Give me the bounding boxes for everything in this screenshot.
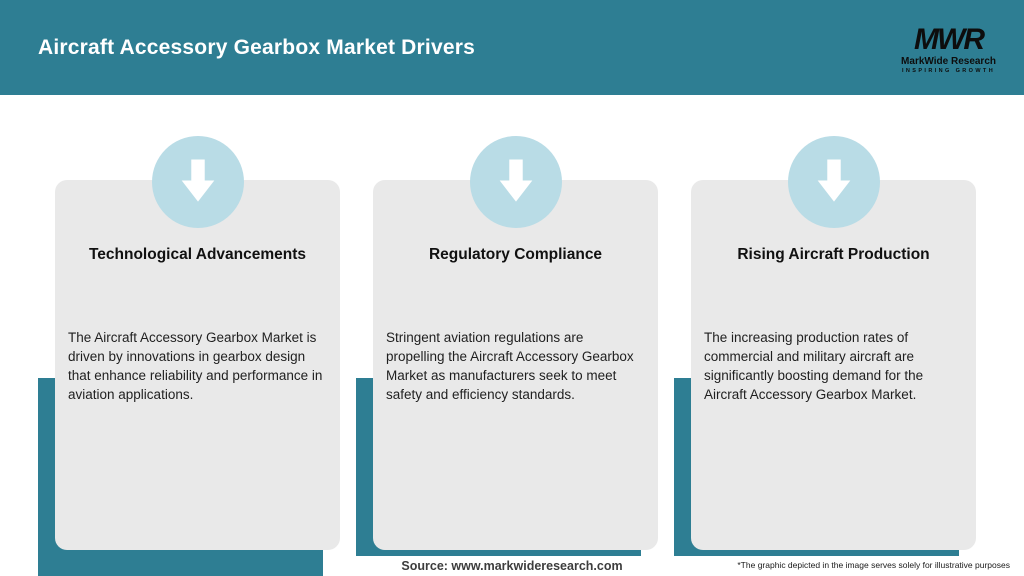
arrow-circle [151,136,244,228]
driver-cards-section: Technological Advancements The Aircraft … [38,136,976,576]
driver-card-regulatory-compliance: Regulatory Compliance Stringent aviation… [356,136,658,556]
card-title: Rising Aircraft Production [737,246,930,263]
source-text: Source: www.markwideresearch.com [401,559,623,573]
card-title: Regulatory Compliance [428,246,603,263]
markwide-research-logo: MWR MarkWide Research Inspiring Growth [901,21,996,74]
down-arrow-icon [499,159,532,202]
driver-card-technological-advancements: Technological Advancements The Aircraft … [38,136,340,576]
card-panel: Rising Aircraft Production The increasin… [691,180,976,550]
card-body-text: The increasing production rates of comme… [704,330,924,403]
down-arrow-icon [181,159,214,202]
disclaimer-text: *The graphic depicted in the image serve… [737,560,1010,570]
logo-tagline: Inspiring Growth [901,67,996,74]
down-arrow-icon [817,159,850,202]
card-title: Technological Advancements [88,246,307,263]
card-panel: Technological Advancements The Aircraft … [55,180,340,550]
card-panel: Regulatory Compliance Stringent aviation… [373,180,658,550]
arrow-circle [469,136,562,228]
page-title: Aircraft Accessory Gearbox Market Driver… [38,35,475,59]
logo-monogram: MWR [914,22,985,56]
card-body-text: The Aircraft Accessory Gearbox Market is… [68,330,323,403]
driver-card-rising-aircraft-production: Rising Aircraft Production The increasin… [674,136,976,556]
card-body-text: Stringent aviation regulations are prope… [386,330,634,403]
header: Aircraft Accessory Gearbox Market Driver… [0,0,1024,95]
arrow-circle [787,136,880,228]
logo-name: MarkWide Research [901,55,996,67]
